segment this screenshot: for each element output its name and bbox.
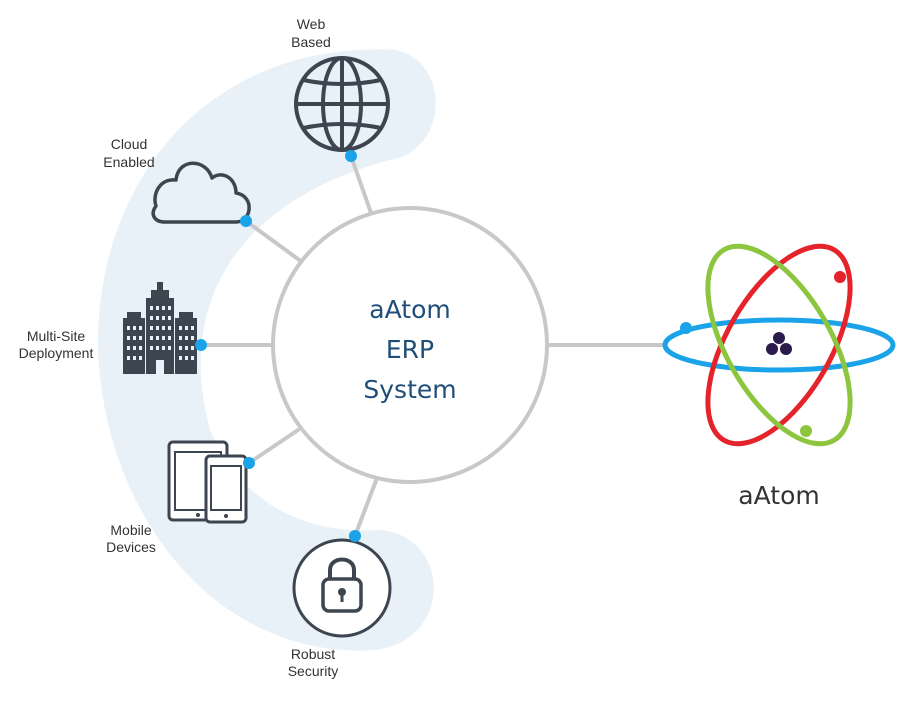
hub-line-1: aAtom (369, 295, 450, 324)
electron-green (800, 425, 812, 437)
connector-robust-security (353, 476, 379, 538)
connector-cloud-enabled (244, 219, 304, 264)
hub-line-3: System (363, 375, 456, 404)
electron-blue (680, 322, 692, 334)
label-multi-site-2: Deployment (19, 345, 94, 361)
label-cloud-enabled-1: Cloud (111, 136, 148, 152)
globe-icon (294, 56, 390, 152)
orbit-green (705, 243, 853, 447)
node-dot-mobile-devices (243, 457, 255, 469)
electron-red (834, 271, 846, 283)
nucleus (766, 332, 792, 355)
connector-mobile-devices (247, 428, 300, 465)
cloud-icon (151, 161, 251, 224)
node-dot-cloud-enabled (240, 215, 252, 227)
label-robust-security-1: Robust (291, 646, 335, 662)
orbit-blue (662, 317, 896, 373)
orbit-red (705, 243, 853, 447)
mobile-devices-icon (167, 440, 248, 524)
label-web-based-1: Web (297, 16, 326, 32)
aatom-logo-icon (662, 243, 896, 447)
label-mobile-devices-2: Devices (106, 539, 156, 555)
label-mobile-devices-1: Mobile (110, 522, 151, 538)
hub-circle (271, 206, 549, 484)
hub-line-2: ERP (386, 335, 434, 364)
label-multi-site-1: Multi-Site (27, 328, 86, 344)
label-robust-security-2: Security (288, 663, 339, 679)
brand-name: aAtom (738, 481, 819, 510)
connectors (199, 154, 667, 538)
label-web-based-2: Based (291, 34, 331, 50)
node-dot-robust-security (349, 530, 361, 542)
padlock-icon (292, 538, 392, 638)
buildings-icon (123, 282, 197, 374)
connector-web-based (349, 154, 373, 215)
label-cloud-enabled-2: Enabled (103, 154, 154, 170)
node-dot-web-based (345, 150, 357, 162)
node-dot-multi-site-deployment (195, 339, 207, 351)
